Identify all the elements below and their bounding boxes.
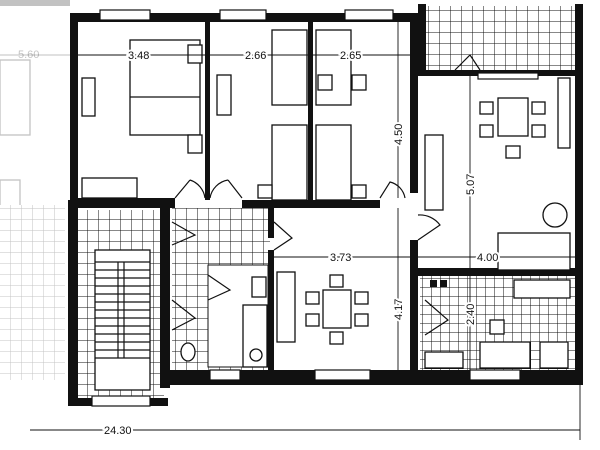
dim-bedroom-depth: 4.50: [393, 124, 405, 145]
toilet: [180, 342, 196, 362]
dim-kitchen-depth: 2.40: [465, 304, 477, 325]
walls: [68, 13, 583, 406]
dim-dining-depth: 4.17: [393, 299, 405, 320]
neighbor-unit: [0, 0, 70, 380]
dim-dining-width: 3.73: [330, 252, 351, 264]
dim-living-depth: 5.07: [465, 174, 477, 195]
dim-total-width: 24.30: [104, 425, 132, 437]
dimension-lines: [30, 22, 581, 440]
bathtub: [242, 304, 268, 368]
dim-bedroom3-width: 2.65: [340, 50, 361, 62]
windows: [91, 9, 539, 407]
dim-neighbor-width: 5.60: [18, 49, 39, 61]
sink: [251, 276, 267, 298]
doors: [171, 54, 481, 336]
staircase: [94, 249, 151, 391]
dim-bedroom2-width: 2.66: [245, 50, 266, 62]
boiler-icon: [249, 348, 263, 362]
dimension-labels: 3.48 2.66 2.65 4.50 5.07 3.73 4.17 4.00 …: [102, 48, 500, 439]
dim-living-width: 4.00: [477, 252, 498, 264]
dim-bedroom1-width: 3.48: [128, 50, 149, 62]
balcony: [425, 6, 575, 72]
furniture: [81, 29, 571, 369]
